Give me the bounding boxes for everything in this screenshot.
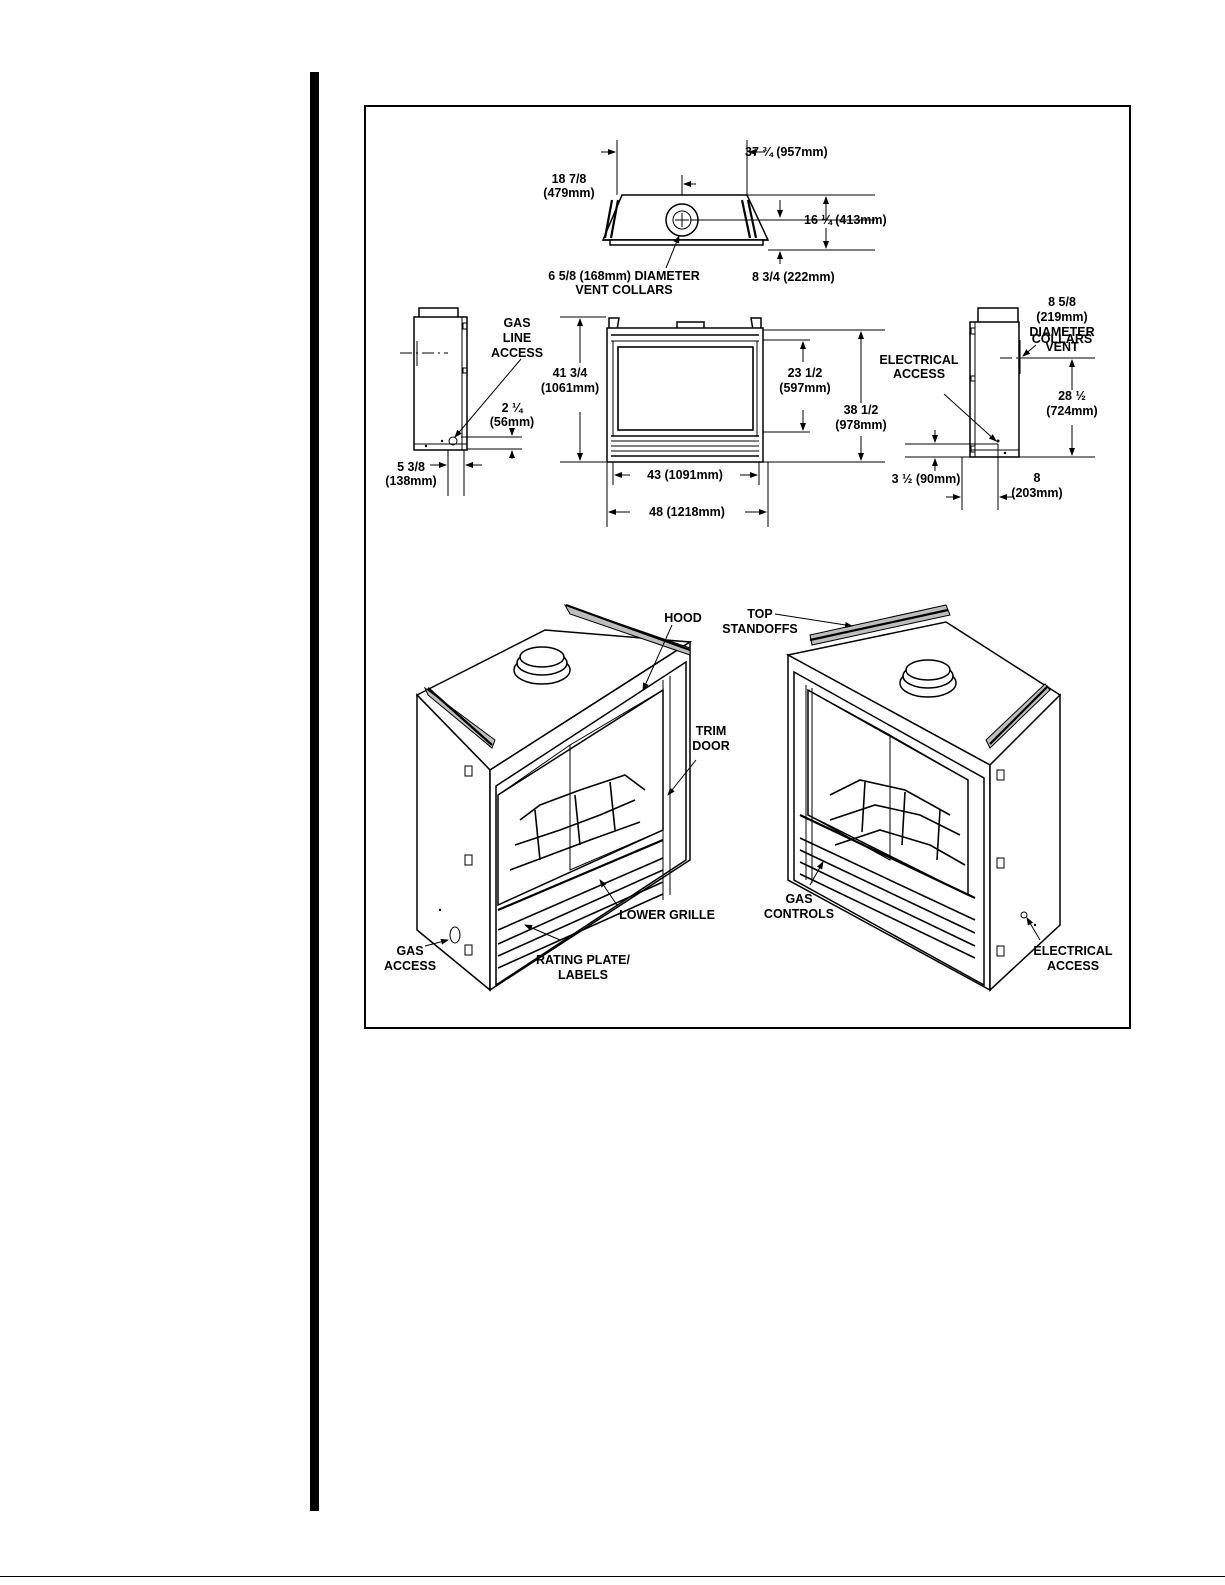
label-rating-plate-1: RATING PLATE/ [536,953,631,967]
label-electrical-access-1: ELECTRICAL [1033,944,1113,958]
label-overall-height: 41 3/4 [553,366,588,380]
label-elec-height: 3 ½ (90mm) [892,472,961,486]
label-top-standoffs-1: TOP [747,607,772,621]
footer-rule [0,1576,1225,1577]
label-lower-grille: LOWER GRILLE [619,908,715,922]
label-top-width: 37 ¾ (957mm) [745,145,828,159]
label-rating-plate-2: LABELS [558,968,608,982]
figure-frame [364,105,1131,1029]
label-front-height: 38 1/2 [844,403,879,417]
top-view [601,140,875,269]
label-gas-line-access-2: LINE [503,331,531,345]
label-gas-access-1: GAS [396,944,423,958]
label-top-depth: 16 ¼ (413mm) [804,213,887,227]
label-overall-height-mm: (1061mm) [541,381,599,395]
right-side-view [905,307,1095,510]
label-opening-height: 23 1/2 [788,366,823,380]
label-gas-side-mm: (138mm) [385,474,436,488]
label-front-height-mm: (978mm) [835,418,886,432]
label-gas-access-2: ACCESS [384,959,436,973]
label-vent-diameter: 6 5/8 (168mm) DIAMETER [548,269,699,283]
label-vent-r-5: COLLARS [1032,332,1092,346]
label-vent-r-2: (219mm) [1036,310,1087,324]
label-hood: HOOD [664,611,702,625]
label-trim-door-1: TRIM [696,724,727,738]
label-gas-controls-1: GAS [785,892,812,906]
label-top-offset: 18 7/8 [552,172,587,186]
left-3d-view [415,603,697,992]
label-vent-r-3: DIAMETER [1029,325,1094,339]
label-overall-width: 48 (1218mm) [649,505,725,519]
dimension-labels: 37 ¾ (957mm) 18 7/8 (479mm) 16 ¼ (413mm)… [384,145,1113,982]
label-gas-height: 2 ¼ [502,401,524,415]
label-vent-height-mm: (724mm) [1046,404,1097,418]
label-vent-height: 28 ½ [1058,389,1086,403]
label-gas-line-access-3: ACCESS [491,346,543,360]
label-top-offset-mm: (479mm) [543,186,594,200]
left-side-view [400,307,522,496]
label-vent-r-4: VENT [1045,340,1079,354]
label-vent-collars: VENT COLLARS [575,283,672,297]
label-gas-controls-2: CONTROLS [764,907,834,921]
label-electrical-2: ACCESS [893,367,945,381]
label-opening-height-mm: (597mm) [779,381,830,395]
page-margin-bar [310,72,319,1511]
label-gas-height-mm: (56mm) [490,415,534,429]
label-trim-door-2: DOOR [692,739,730,753]
right-3d-view [774,604,1062,992]
label-elec-side: 8 [1034,471,1041,485]
front-view [560,316,885,527]
label-top-setback: 8 3/4 (222mm) [752,270,835,284]
label-opening-width: 43 (1091mm) [647,468,723,482]
label-gas-side: 5 3/8 [397,460,425,474]
label-electrical-access-2: ACCESS [1047,959,1099,973]
label-elec-side-mm: (203mm) [1011,486,1062,500]
label-electrical-1: ELECTRICAL [879,353,959,367]
label-gas-line-access-1: GAS [503,316,530,330]
label-top-standoffs-2: STANDOFFS [722,622,797,636]
label-vent-r-1: 8 5/8 [1048,295,1076,309]
